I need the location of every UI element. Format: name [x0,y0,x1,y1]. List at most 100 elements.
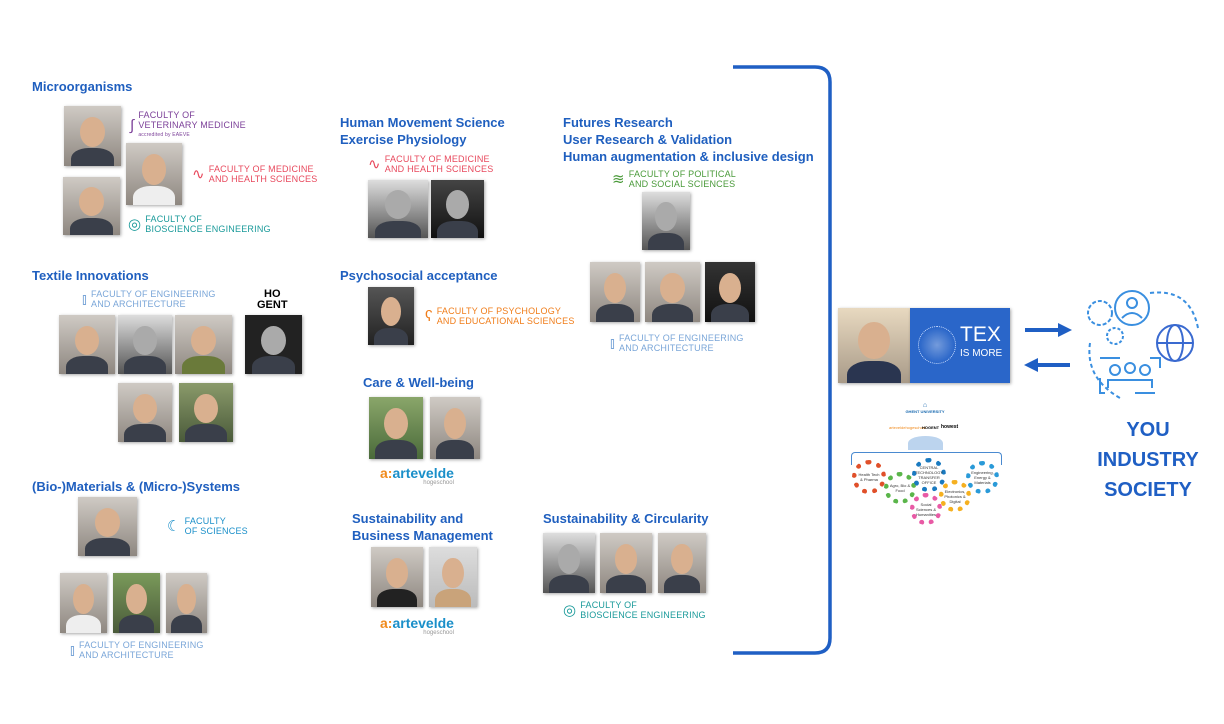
logo-text: AND ARCHITECTURE [79,650,174,660]
title-line: Futures Research [563,115,673,130]
gear-social-sciences: Social Sciences & Humanities [910,493,942,525]
researcher-photo [600,533,652,593]
logo-text: FACULTY OF [145,214,202,224]
researcher-photo [430,397,480,459]
logo-text: BIOSCIENCE ENGINEERING [145,224,271,234]
section-title-textile: Textile Innovations [32,268,149,283]
logo-hogent-small: HOGENT [922,425,940,430]
section-title-circularity: Sustainability & Circularity [543,511,709,526]
logo-text: FACULTY OF PSYCHOLOGY [436,306,562,316]
researcher-photo [431,180,484,238]
section-title-microorganisms: Microorganisms [32,79,133,94]
logo-ghent-university: ⌂GHENT UNIVERSITY [905,402,945,414]
logo-text: GHENT UNIVERSITY [905,409,945,414]
logo-text: a: [380,465,393,481]
researcher-photo [658,533,706,593]
logo-text: artevelde [392,465,454,481]
researcher-photo [369,397,423,459]
researcher-photo [368,287,414,345]
logo-text: artevelde [392,615,454,631]
waves-icon: ≋ [612,170,625,188]
logo-text: AND HEALTH SCIENCES [208,174,318,184]
researcher-photo [175,315,232,374]
logo-text: FACULTY OF ENGINEERING [91,289,216,299]
logo-text: AND EDUCATIONAL SCIENCES [436,316,575,326]
researcher-photo [429,547,477,607]
gear-electronics: Electronics, Photonics & Digital [939,480,971,512]
gear-tech-transfer: CENTRAL TECHNOLOGY TRANSFER OFFICE [912,458,946,492]
researcher-photo [118,383,172,442]
researcher-photo [245,315,302,374]
bars-icon: ⫾ [82,290,88,308]
title-line: User Research & Validation [563,132,733,147]
title-line: Human augmentation & inclusive design [563,149,814,164]
researcher-photo [368,180,428,238]
logo-text: VETERINARY MEDICINE [138,120,246,130]
audience-industry: INDUSTRY [1097,449,1199,471]
logo-subtext: accredited by EAEVE [138,132,190,138]
researcher-photo [179,383,233,442]
stakeholders-collaboration-icon [1087,290,1199,399]
logo-text: GENT [257,299,288,311]
audience-society: SOCIETY [1104,479,1192,501]
bars-icon: ⫾ [70,641,76,659]
logo-text: FACULTY OF ENGINEERING [79,640,204,650]
logo-text: FACULTY OF MEDICINE [208,164,314,174]
researcher-photo [543,533,595,593]
logo-text: FACULTY OF POLITICAL [628,169,736,179]
researcher-photo [113,573,160,633]
exchange-arrows-icon [1024,323,1072,372]
arc-icon: ☾ [167,517,181,535]
researcher-photo [645,262,700,322]
title-line: Sustainability and [352,511,464,526]
logo-text: FACULTY OF ENGINEERING [619,333,744,343]
researcher-photo [78,497,137,556]
researcher-photo [642,192,690,250]
researcher-photo [63,177,120,235]
researcher-photo [126,143,182,205]
logo-text: FACULTY OF MEDICINE [384,154,490,164]
section-title-materials: (Bio-)Materials & (Micro-)Systems [32,479,241,494]
logo-text: FACULTY OF [580,600,637,610]
connector-line [851,452,1002,465]
heartbeat-icon: ∿ [368,155,381,173]
logo-text: BIOSCIENCE ENGINEERING [580,610,706,620]
tex-subtitle: IS MORE [960,348,1003,359]
researcher-photo [64,106,121,166]
title-line: Exercise Physiology [340,132,467,147]
gear-icon [908,436,943,450]
researcher-photo [371,547,423,607]
audience-you: YOU [1126,419,1170,441]
logo-artevelde-small: arteveldehogeschool [889,425,926,430]
title-line: Human Movement Science [340,115,505,130]
head-profile-icon: ʕ [425,307,433,325]
heartbeat-icon: ∿ [192,165,205,183]
coordinator-photo [838,308,910,383]
logo-text: FACULTY [184,516,226,526]
logo-text: HO [264,288,281,300]
bars-icon: ⫾ [610,334,616,352]
gear-health-tech: Health Tech & Pharma [852,460,886,494]
cell-icon: ◎ [563,601,577,619]
title-line: Business Management [352,528,493,543]
logo-howest-small: howest [941,424,959,430]
researcher-photo [118,315,172,374]
cell-icon: ◎ [128,215,142,233]
logo-subtext: hogeschool [423,480,454,486]
researcher-photo [60,573,107,633]
logo-text: AND ARCHITECTURE [91,299,186,309]
